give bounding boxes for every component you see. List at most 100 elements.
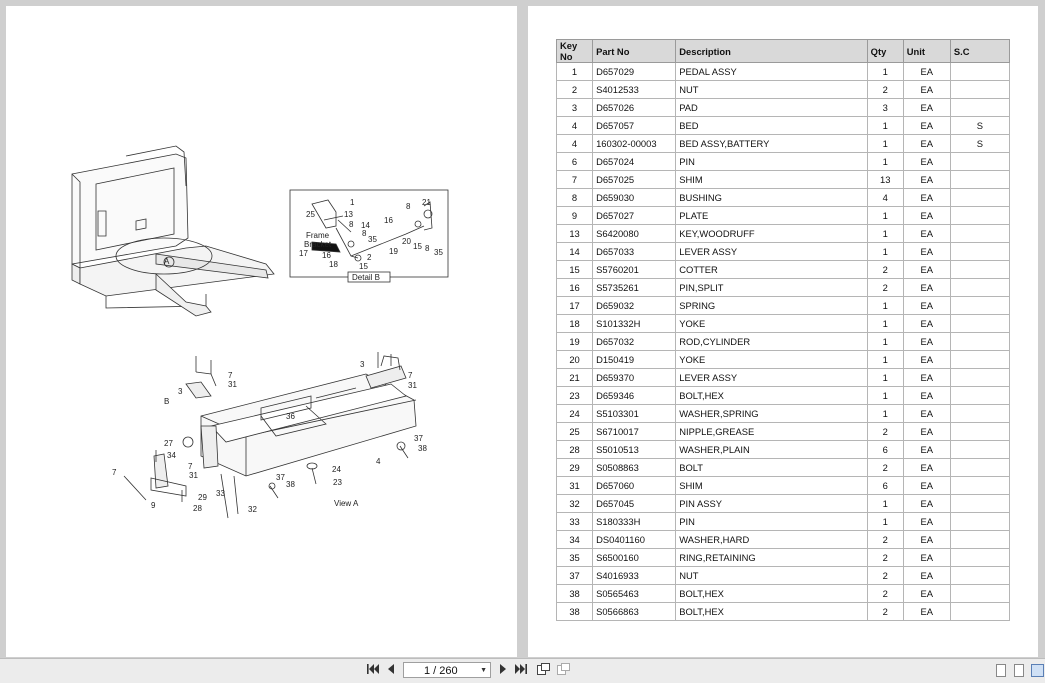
- cell-description: WASHER,PLAIN: [675, 440, 868, 459]
- first-page-icon[interactable]: [366, 663, 380, 679]
- callout-number: 7: [112, 468, 117, 477]
- cell-unit: EA: [902, 386, 951, 405]
- cell-key-no: 4: [555, 116, 594, 135]
- cell-description: RING,RETAINING: [675, 548, 868, 567]
- callout-number: 25: [306, 210, 315, 219]
- cell-unit: EA: [902, 602, 951, 621]
- cell-qty: 2: [866, 260, 904, 279]
- cell-description: LEVER ASSY: [675, 368, 868, 387]
- cell-description: WASHER,HARD: [675, 530, 868, 549]
- cell-unit: EA: [902, 62, 951, 81]
- cell-qty: 1: [866, 332, 904, 351]
- cell-key-no: 16: [555, 278, 594, 297]
- col-sc: S.C: [949, 39, 1011, 63]
- callout-number: 15: [359, 262, 368, 271]
- cell-part-no: S6420080: [592, 224, 677, 243]
- cell-description: YOKE: [675, 350, 868, 369]
- cell-part-no: D657033: [592, 242, 677, 261]
- cell-unit: EA: [902, 134, 951, 153]
- cell-qty: 1: [866, 62, 904, 81]
- cell-qty: 6: [866, 440, 904, 459]
- cell-qty: 2: [866, 584, 904, 603]
- last-page-icon[interactable]: [514, 663, 528, 679]
- cell-description: NIPPLE,GREASE: [675, 422, 868, 441]
- cell-description: SHIM: [675, 170, 868, 189]
- cell-sc: [949, 62, 1011, 81]
- cell-qty: 1: [866, 368, 904, 387]
- cell-unit: EA: [902, 278, 951, 297]
- cell-sc: [949, 224, 1011, 243]
- fit-page-icon[interactable]: [536, 663, 550, 679]
- col-part-no: Part No: [592, 39, 677, 63]
- prev-page-icon[interactable]: [385, 663, 397, 679]
- cell-key-no: 8: [555, 188, 594, 207]
- cell-part-no: D659370: [592, 368, 677, 387]
- callout-number: 37: [276, 473, 285, 482]
- next-page-icon[interactable]: [497, 663, 509, 679]
- callout-number: 7: [188, 462, 193, 471]
- cell-description: PLATE: [675, 206, 868, 225]
- callout-number: 16: [322, 251, 331, 260]
- cell-part-no: S4016933: [592, 566, 677, 585]
- cell-qty: 4: [866, 188, 904, 207]
- cell-unit: EA: [902, 458, 951, 477]
- callout-number: 1: [350, 198, 355, 207]
- callout-number: 13: [344, 210, 353, 219]
- cell-key-no: 15: [555, 260, 594, 279]
- cell-sc: [949, 188, 1011, 207]
- cell-description: SHIM: [675, 476, 868, 495]
- continuous-view-icon[interactable]: [1014, 664, 1024, 677]
- facing-view-icon[interactable]: [1031, 664, 1044, 677]
- cell-part-no: D657026: [592, 98, 677, 117]
- cell-unit: EA: [902, 224, 951, 243]
- cell-sc: [949, 404, 1011, 423]
- cell-description: PIN ASSY: [675, 494, 868, 513]
- cell-unit: EA: [902, 332, 951, 351]
- cell-unit: EA: [902, 152, 951, 171]
- cell-qty: 2: [866, 548, 904, 567]
- cell-sc: [949, 170, 1011, 189]
- cell-qty: 1: [866, 512, 904, 531]
- cell-key-no: 21: [555, 368, 594, 387]
- cell-qty: 13: [866, 170, 904, 189]
- cell-key-no: 19: [555, 332, 594, 351]
- cell-description: PIN,SPLIT: [675, 278, 868, 297]
- callout-number: 31: [408, 381, 417, 390]
- cell-sc: [949, 332, 1011, 351]
- cell-part-no: S0566863: [592, 602, 677, 621]
- callout-number: 4: [376, 457, 381, 466]
- callout-number: 18: [329, 260, 338, 269]
- cell-description: KEY,WOODRUFF: [675, 224, 868, 243]
- cell-qty: 6: [866, 476, 904, 495]
- cell-part-no: D150419: [592, 350, 677, 369]
- rotate-icon[interactable]: [556, 663, 570, 679]
- parts-diagram: Frame Bracket Detail B View A A B 1 25 1…: [71, 145, 449, 519]
- cell-part-no: D657057: [592, 116, 677, 135]
- cell-description: BUSHING: [675, 188, 868, 207]
- cell-unit: EA: [902, 584, 951, 603]
- cell-unit: EA: [902, 98, 951, 117]
- callout-number: 17: [299, 249, 308, 258]
- cell-description: YOKE: [675, 314, 868, 333]
- cell-part-no: S101332H: [592, 314, 677, 333]
- page-number-select[interactable]: 1 / 260 ▼: [403, 662, 491, 678]
- cell-description: SPRING: [675, 296, 868, 315]
- cell-part-no: D657024: [592, 152, 677, 171]
- single-page-view-icon[interactable]: [996, 664, 1006, 677]
- cell-description: BED: [675, 116, 868, 135]
- detail-b-label: Detail B: [352, 273, 380, 282]
